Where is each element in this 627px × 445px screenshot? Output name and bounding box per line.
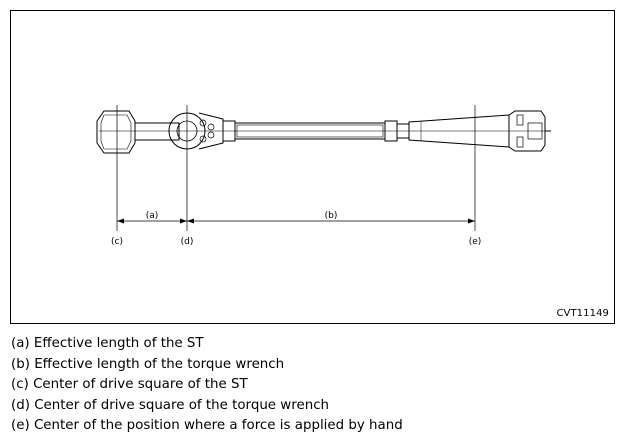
legend-item: (e) Center of the position where a force… [11,418,403,434]
label-e: (e) [469,237,482,247]
label-c: (c) [111,237,123,247]
legend-item: (b) Effective length of the torque wrenc… [11,356,285,372]
legend-item: (a) Effective length of the ST [11,336,204,351]
torque-wrench-diagram: (a) (b) (c) (d) (e) [96,105,551,247]
legend-list: (a) Effective length of the ST (b) Effec… [11,334,403,437]
wrench-shaft [222,120,410,142]
st-adapter [96,110,180,154]
label-b: (b) [325,211,338,221]
figure-code: CVT11149 [556,308,609,319]
label-a: (a) [146,211,159,221]
legend-item: (c) Center of drive square of the ST [11,377,248,393]
legend-item: (d) Center of drive square of the torque… [11,397,330,413]
label-d: (d) [181,237,194,247]
arrowhead [187,218,194,224]
arrowhead [117,218,124,224]
arrowhead [180,218,187,224]
arrowhead [468,218,475,224]
wrench-end-cap [508,110,551,152]
figure-frame: (a) (b) (c) (d) (e) CVT11149 [10,10,615,324]
